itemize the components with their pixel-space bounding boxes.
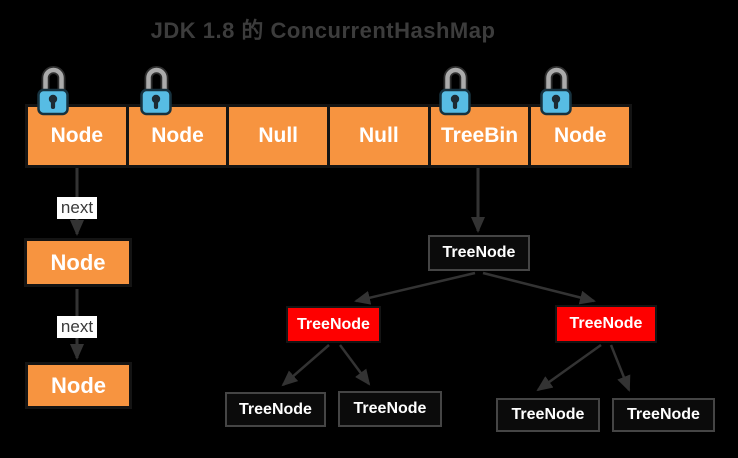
- tree-leaf-node-1: TreeNode: [225, 392, 326, 427]
- bucket-cell-label: Node: [553, 124, 607, 147]
- lock-icon: [439, 66, 471, 116]
- tree-leaf-node-3: TreeNode: [496, 398, 600, 432]
- lock-icon: [37, 66, 69, 116]
- tree-node-label: TreeNode: [627, 406, 700, 423]
- arrow-right-branch-to-leaf3: [536, 343, 602, 392]
- hash-table-array: Node Node Null Null TreeBin Node: [25, 104, 632, 168]
- arrow-left-branch-to-leaf1: [281, 344, 330, 387]
- next-pointer-label: next: [57, 197, 97, 219]
- bucket-cell-3: Null: [327, 107, 428, 165]
- bucket-cell-2: Null: [226, 107, 328, 165]
- bucket-cell-label: Null: [359, 124, 399, 147]
- chain-node-label: Node: [51, 372, 106, 398]
- arrow-right-branch-to-leaf4: [609, 344, 631, 392]
- bucket-cell-label: Null: [258, 124, 299, 147]
- next-pointer-label: next: [57, 316, 97, 338]
- tree-leaf-node-2: TreeNode: [338, 391, 442, 427]
- lock-icon: [540, 66, 572, 116]
- arrow-root-to-left-branch: [354, 271, 476, 305]
- arrow-left-branch-to-leaf2: [338, 344, 371, 386]
- tree-node-label: TreeNode: [353, 400, 427, 417]
- bucket-cell-5: Node: [528, 107, 630, 165]
- tree-node-label: TreeNode: [511, 406, 585, 423]
- bucket-cell-label: Node: [151, 124, 204, 147]
- diagram-title: JDK 1.8 的 ConcurrentHashMap: [150, 18, 496, 43]
- chain-node-label: Node: [50, 249, 106, 275]
- lock-icon: [140, 66, 172, 116]
- bucket-cell-0: Node: [28, 107, 126, 165]
- tree-node-label: TreeNode: [569, 315, 643, 332]
- tree-branch-node-right: TreeNode: [555, 305, 657, 343]
- tree-branch-node-left: TreeNode: [286, 306, 381, 343]
- chain-node-2: Node: [25, 362, 132, 409]
- arrow-root-to-right-branch: [482, 271, 596, 305]
- tree-leaf-node-4: TreeNode: [612, 398, 715, 432]
- bucket-cell-label: TreeBin: [441, 124, 519, 147]
- bucket-cell-label: Node: [50, 124, 104, 147]
- chain-node-1: Node: [24, 238, 132, 287]
- tree-node-label: TreeNode: [297, 315, 370, 333]
- tree-root-node: TreeNode: [428, 235, 530, 271]
- bucket-cell-4: TreeBin: [427, 107, 529, 165]
- bucket-cell-1: Node: [125, 107, 227, 165]
- tree-node-label: TreeNode: [239, 400, 312, 418]
- tree-node-label: TreeNode: [442, 244, 516, 261]
